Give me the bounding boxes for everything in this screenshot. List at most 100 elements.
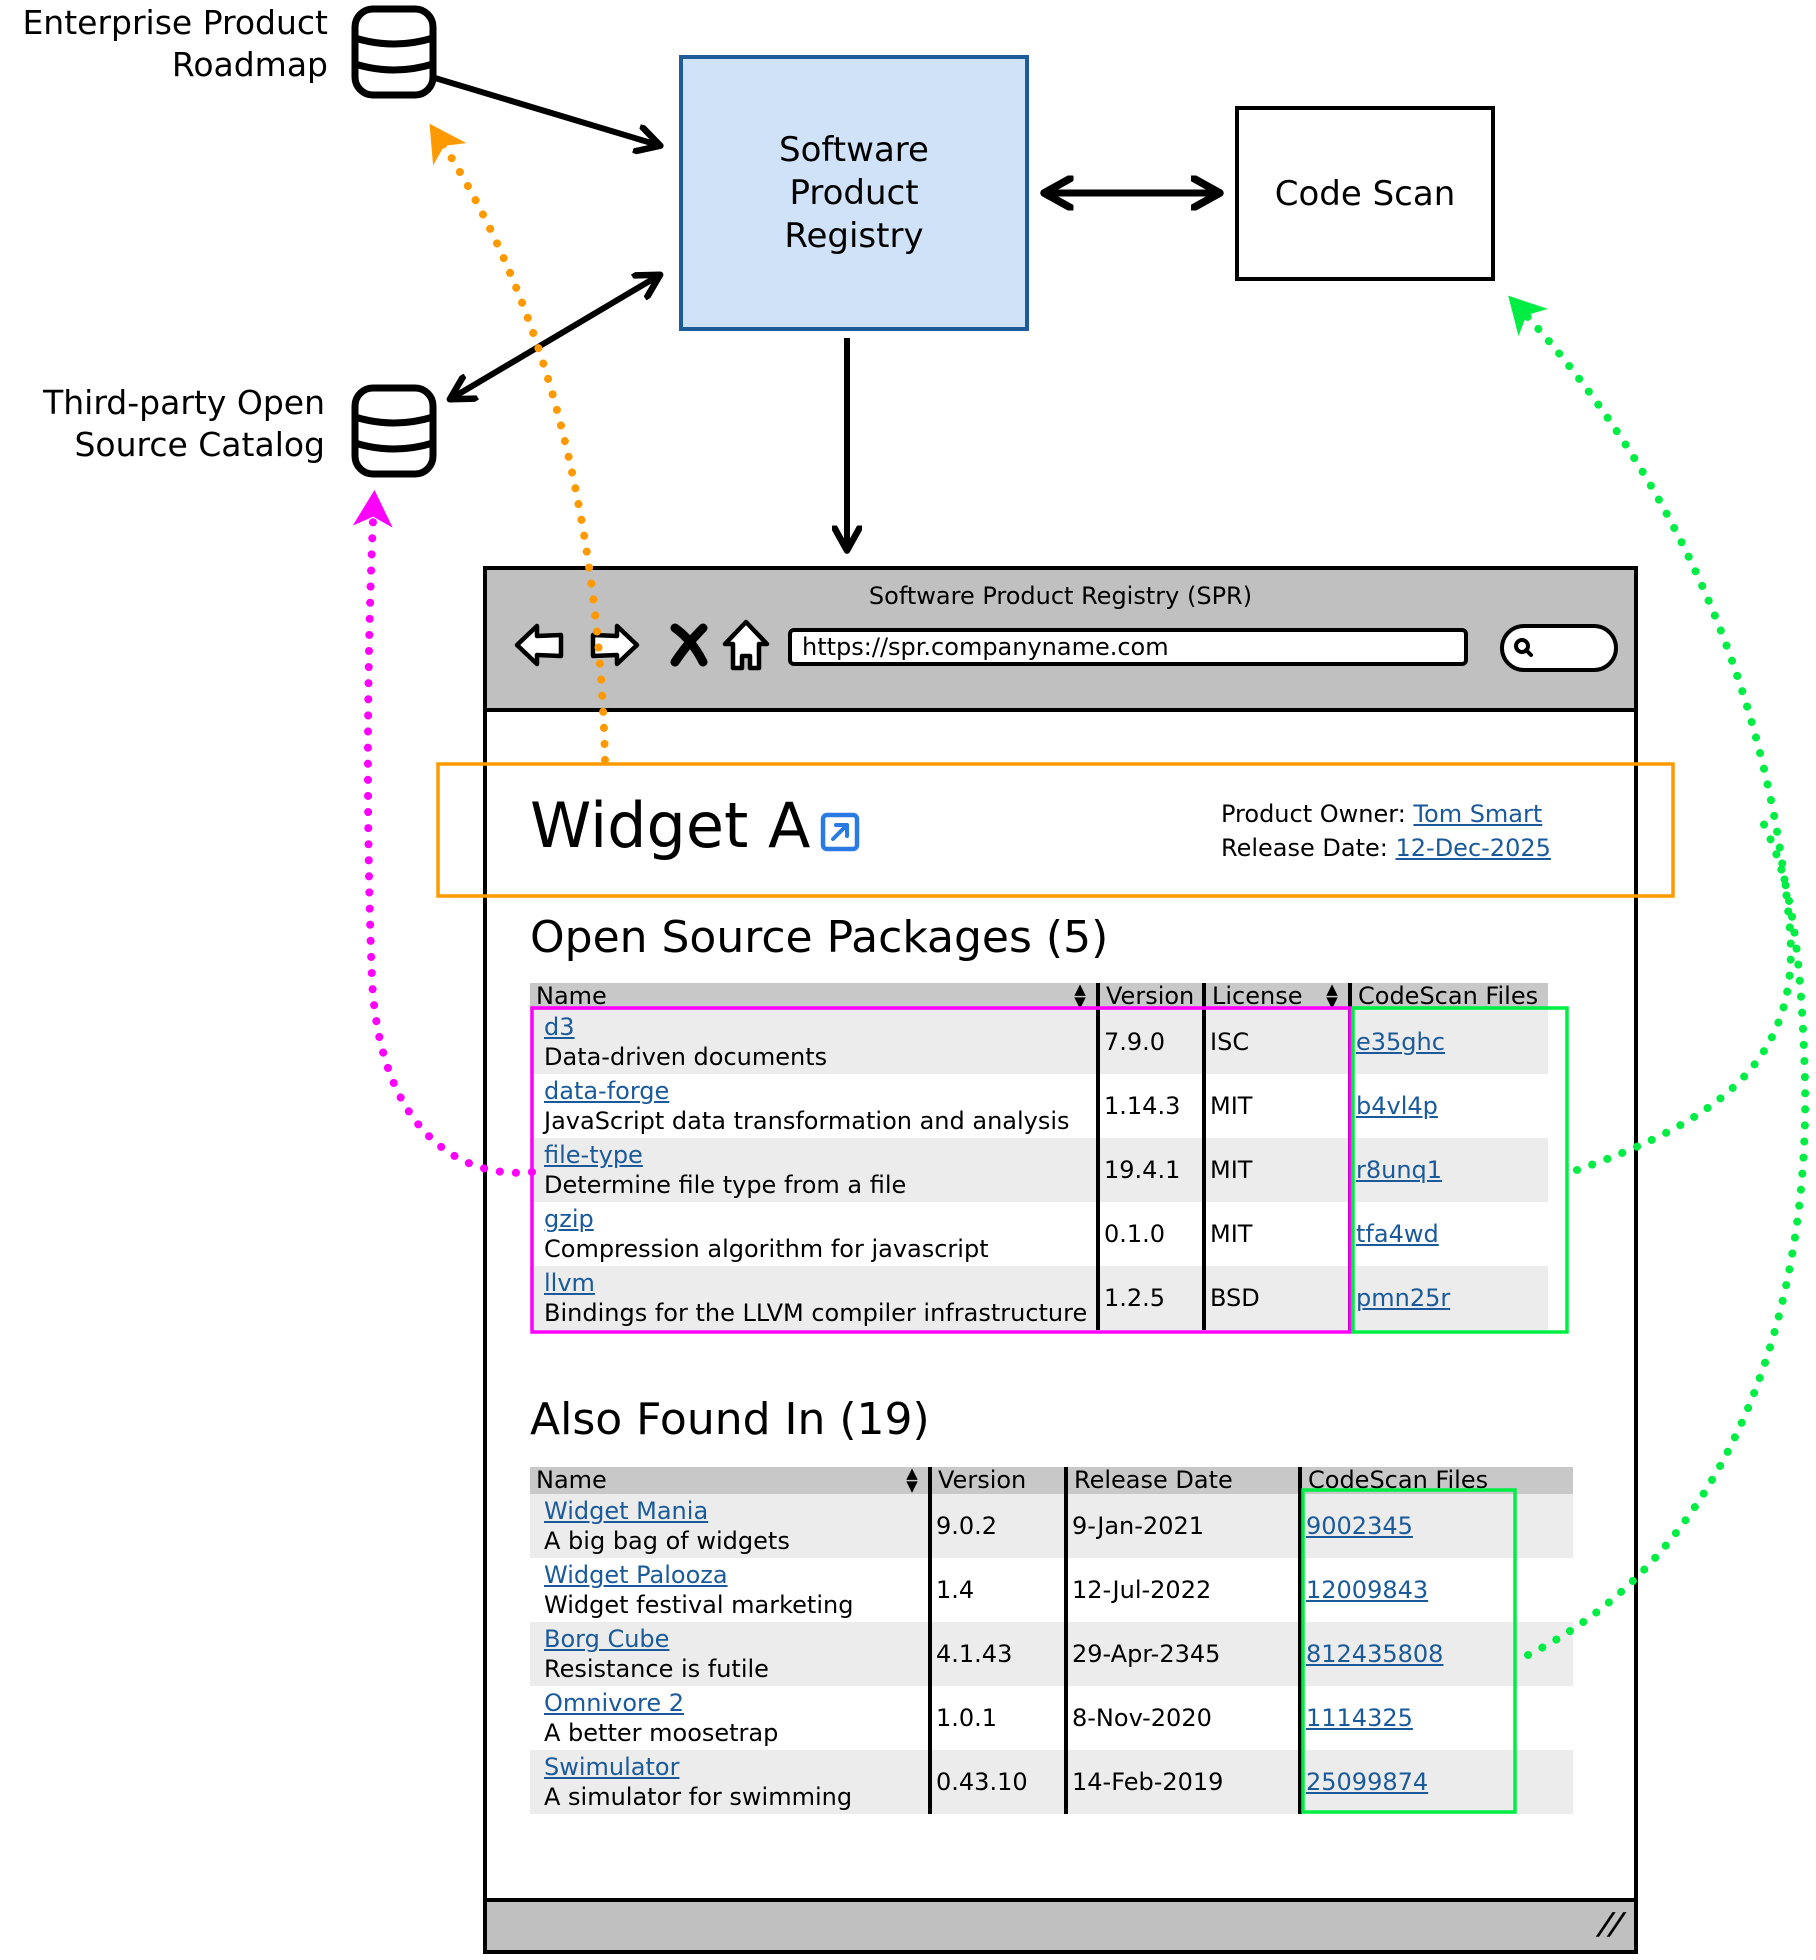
column-header-label: Release Date [1074,1466,1233,1494]
browser-title: Software Product Registry (SPR) [868,582,1253,610]
item-name-link[interactable]: data-forge [544,1077,670,1105]
codescan-cell: 25099874 [1298,1750,1573,1814]
owner-link[interactable]: Tom Smart [1413,800,1543,828]
column-header-codescan: CodeScan Files [1348,983,1548,1010]
column-header-version: Version [928,1467,1066,1494]
roadmap-label-line1: Enterprise Product [22,3,328,42]
external-link-icon[interactable] [820,812,860,852]
codescan-link[interactable]: b4vl4p [1356,1092,1438,1120]
codescan-cell: e35ghc [1348,1010,1548,1074]
version-value: 4.1.43 [936,1640,1013,1668]
item-name-link[interactable]: Widget Palooza [544,1561,728,1589]
product-meta: Product Owner: Tom Smart Release Date: 1… [1221,797,1551,865]
packages-table: Name▲▼ Version License▲▼ CodeScan Files … [530,980,1548,1330]
release-date-value: 14-Feb-2019 [1072,1768,1224,1796]
search-box[interactable] [1500,624,1618,672]
owner-label: Product Owner: [1221,800,1406,828]
item-description: A big bag of widgets [544,1527,790,1555]
version-cell: 7.9.0 [1096,1010,1204,1074]
stop-icon[interactable] [665,618,719,672]
browser-status-bar: // [487,1898,1634,1950]
item-name-link[interactable]: file-type [544,1141,643,1169]
home-icon[interactable] [719,618,773,672]
codescan-cell: r8unq1 [1348,1138,1548,1202]
release-date-cell: 8-Nov-2020 [1064,1686,1300,1750]
forward-arrow-icon[interactable] [587,618,641,672]
column-header-name[interactable]: Name ▲▼ [530,980,1098,1011]
item-name-link[interactable]: Swimulator [544,1753,680,1781]
version-cell: 1.0.1 [928,1686,1066,1750]
release-date-label: Release Date: [1221,834,1388,862]
license-value: BSD [1210,1284,1260,1312]
browser-toolbar: Software Product Registry (SPR) https://… [487,570,1634,712]
codescan-link[interactable]: 1114325 [1306,1704,1413,1732]
codescan-link[interactable]: pmn25r [1356,1284,1451,1312]
codescan-link[interactable]: 25099874 [1306,1768,1429,1796]
license-cell: MIT [1202,1138,1350,1202]
column-header-label: Version [1106,982,1195,1010]
release-date-link[interactable]: 12-Dec-2025 [1395,834,1551,862]
license-cell: MIT [1202,1074,1350,1138]
release-date-row: Release Date: 12-Dec-2025 [1221,831,1551,865]
item-name-link[interactable]: llvm [544,1269,595,1297]
item-description: JavaScript data transformation and analy… [544,1107,1070,1135]
version-cell: 9.0.2 [928,1494,1066,1558]
release-date-cell: 12-Jul-2022 [1064,1558,1300,1622]
item-description: A simulator for swimming [544,1783,853,1811]
license-cell: MIT [1202,1202,1350,1266]
sort-icon[interactable]: ▲▼ [1326,980,1338,1011]
license-value: MIT [1210,1092,1253,1120]
packages-heading: Open Source Packages (5) [530,912,1109,963]
item-description: Compression algorithm for javascript [544,1235,989,1263]
code-scan-node: Code Scan [1235,106,1495,281]
codescan-link[interactable]: r8unq1 [1356,1156,1443,1184]
item-name-link[interactable]: Borg Cube [544,1625,670,1653]
item-name-link[interactable]: Omnivore 2 [544,1689,685,1717]
codescan-cell: 812435808 [1298,1622,1573,1686]
column-header-license[interactable]: License ▲▼ [1202,980,1350,1011]
item-name-link[interactable]: gzip [544,1205,594,1233]
back-arrow-icon[interactable] [513,618,567,672]
resize-handle-icon[interactable]: // [1593,1907,1629,1942]
codescan-link[interactable]: 12009843 [1306,1576,1429,1604]
also-found-heading: Also Found In (19) [530,1394,930,1445]
item-name-link[interactable]: d3 [544,1013,575,1041]
column-header-label: Name [536,982,607,1010]
table-header-row: Name▲▼ Version Release Date CodeScan Fil… [530,1464,1573,1495]
item-name-link[interactable]: Widget Mania [544,1497,709,1525]
release-date-value: 8-Nov-2020 [1072,1704,1212,1732]
roadmap-label-line2: Roadmap [171,45,328,84]
version-cell: 1.4 [928,1558,1066,1622]
license-value: MIT [1210,1220,1253,1248]
item-description: Resistance is futile [544,1655,769,1683]
codescan-link[interactable]: 812435808 [1306,1640,1444,1668]
sort-icon[interactable]: ▲▼ [1074,980,1086,1011]
codescan-link[interactable]: 9002345 [1306,1512,1413,1540]
column-header-label: License [1212,982,1303,1010]
column-header-name[interactable]: Name▲▼ [530,1464,930,1495]
release-date-cell: 29-Apr-2345 [1064,1622,1300,1686]
sort-icon[interactable]: ▲▼ [906,1464,918,1495]
product-title-text: Widget A [530,789,811,862]
release-date-cell: 14-Feb-2019 [1064,1750,1300,1814]
url-input[interactable]: https://spr.companyname.com [788,628,1468,666]
also-found-table: Name▲▼ Version Release Date CodeScan Fil… [530,1464,1573,1814]
release-date-value: 9-Jan-2021 [1072,1512,1204,1540]
codescan-link[interactable]: e35ghc [1356,1028,1445,1056]
column-header-release-date: Release Date [1064,1466,1300,1494]
url-text: https://spr.companyname.com [802,633,1169,661]
column-header-label: CodeScan Files [1308,1466,1489,1494]
codescan-cell: tfa4wd [1348,1202,1548,1266]
codescan-link[interactable]: tfa4wd [1356,1220,1439,1248]
